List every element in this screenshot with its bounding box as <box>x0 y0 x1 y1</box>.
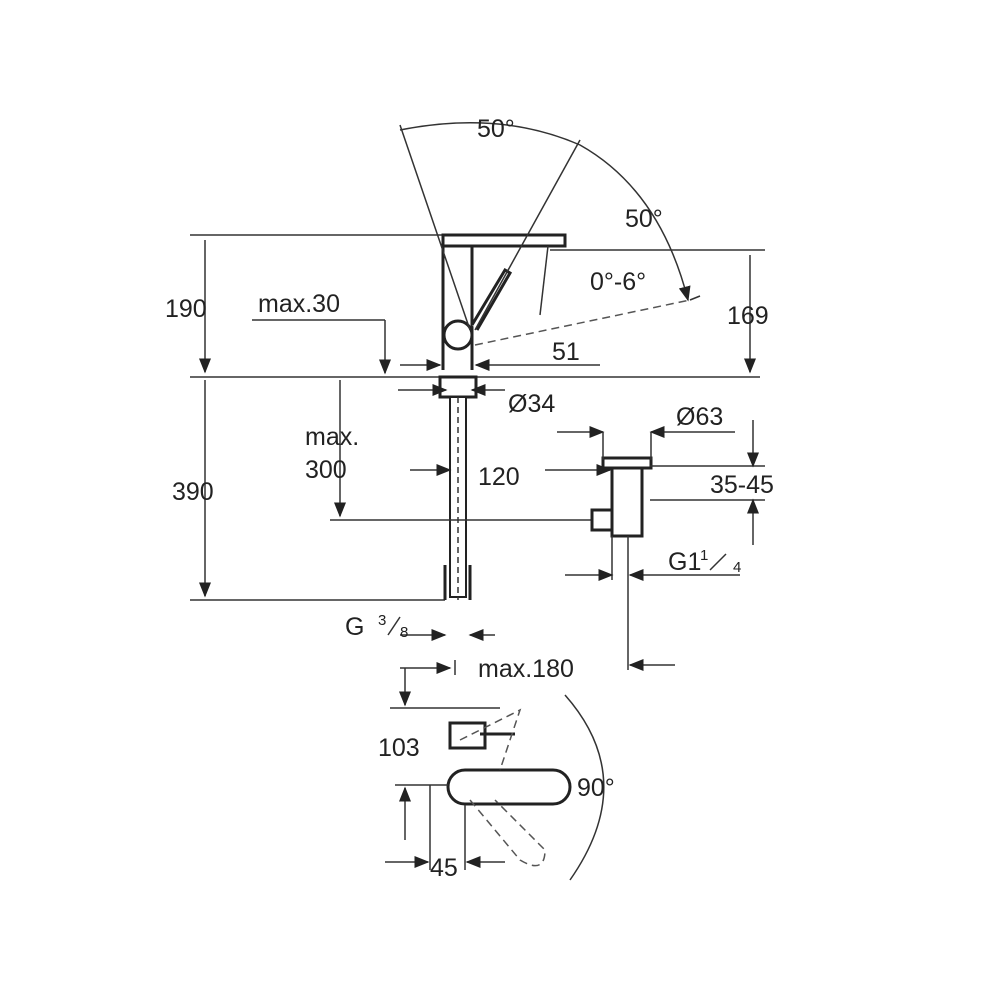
thread-num: 3 <box>378 612 386 629</box>
thread-den: 4 <box>733 559 741 576</box>
label-height-169: 169 <box>727 302 769 330</box>
label-range-35-45: 35-45 <box>710 471 774 499</box>
label-max-300-line2: 300 <box>305 456 347 484</box>
label-thread-g-3-8: G 3 8 <box>345 612 408 641</box>
label-height-190: 190 <box>165 295 207 323</box>
label-height-103: 103 <box>378 734 420 762</box>
label-hose-120: 120 <box>478 463 520 491</box>
label-thread-g1-1-4: G1 1 4 <box>668 547 741 576</box>
label-spout-51: 51 <box>552 338 580 366</box>
faucet-top-view <box>385 660 605 881</box>
label-swing-90: 90° <box>577 774 615 802</box>
label-lever-angle-left: 50° <box>477 115 515 143</box>
label-max-180: max.180 <box>478 655 574 683</box>
faucet-side-view <box>190 121 765 671</box>
thread-num: 1 <box>700 547 708 564</box>
label-lever-angle-right: 50° <box>625 205 663 233</box>
label-max-300-line1: max. <box>305 423 359 451</box>
thread-main: G <box>345 613 364 641</box>
label-dia-34: Ø34 <box>508 390 555 418</box>
label-height-390: 390 <box>172 478 214 506</box>
label-max-30: max.30 <box>258 290 340 318</box>
label-spout-tilt: 0°-6° <box>590 268 646 296</box>
label-dia-63: Ø63 <box>676 403 723 431</box>
thread-den: 8 <box>400 624 408 641</box>
thread-main: G1 <box>668 548 701 576</box>
label-width-45: 45 <box>430 854 458 882</box>
